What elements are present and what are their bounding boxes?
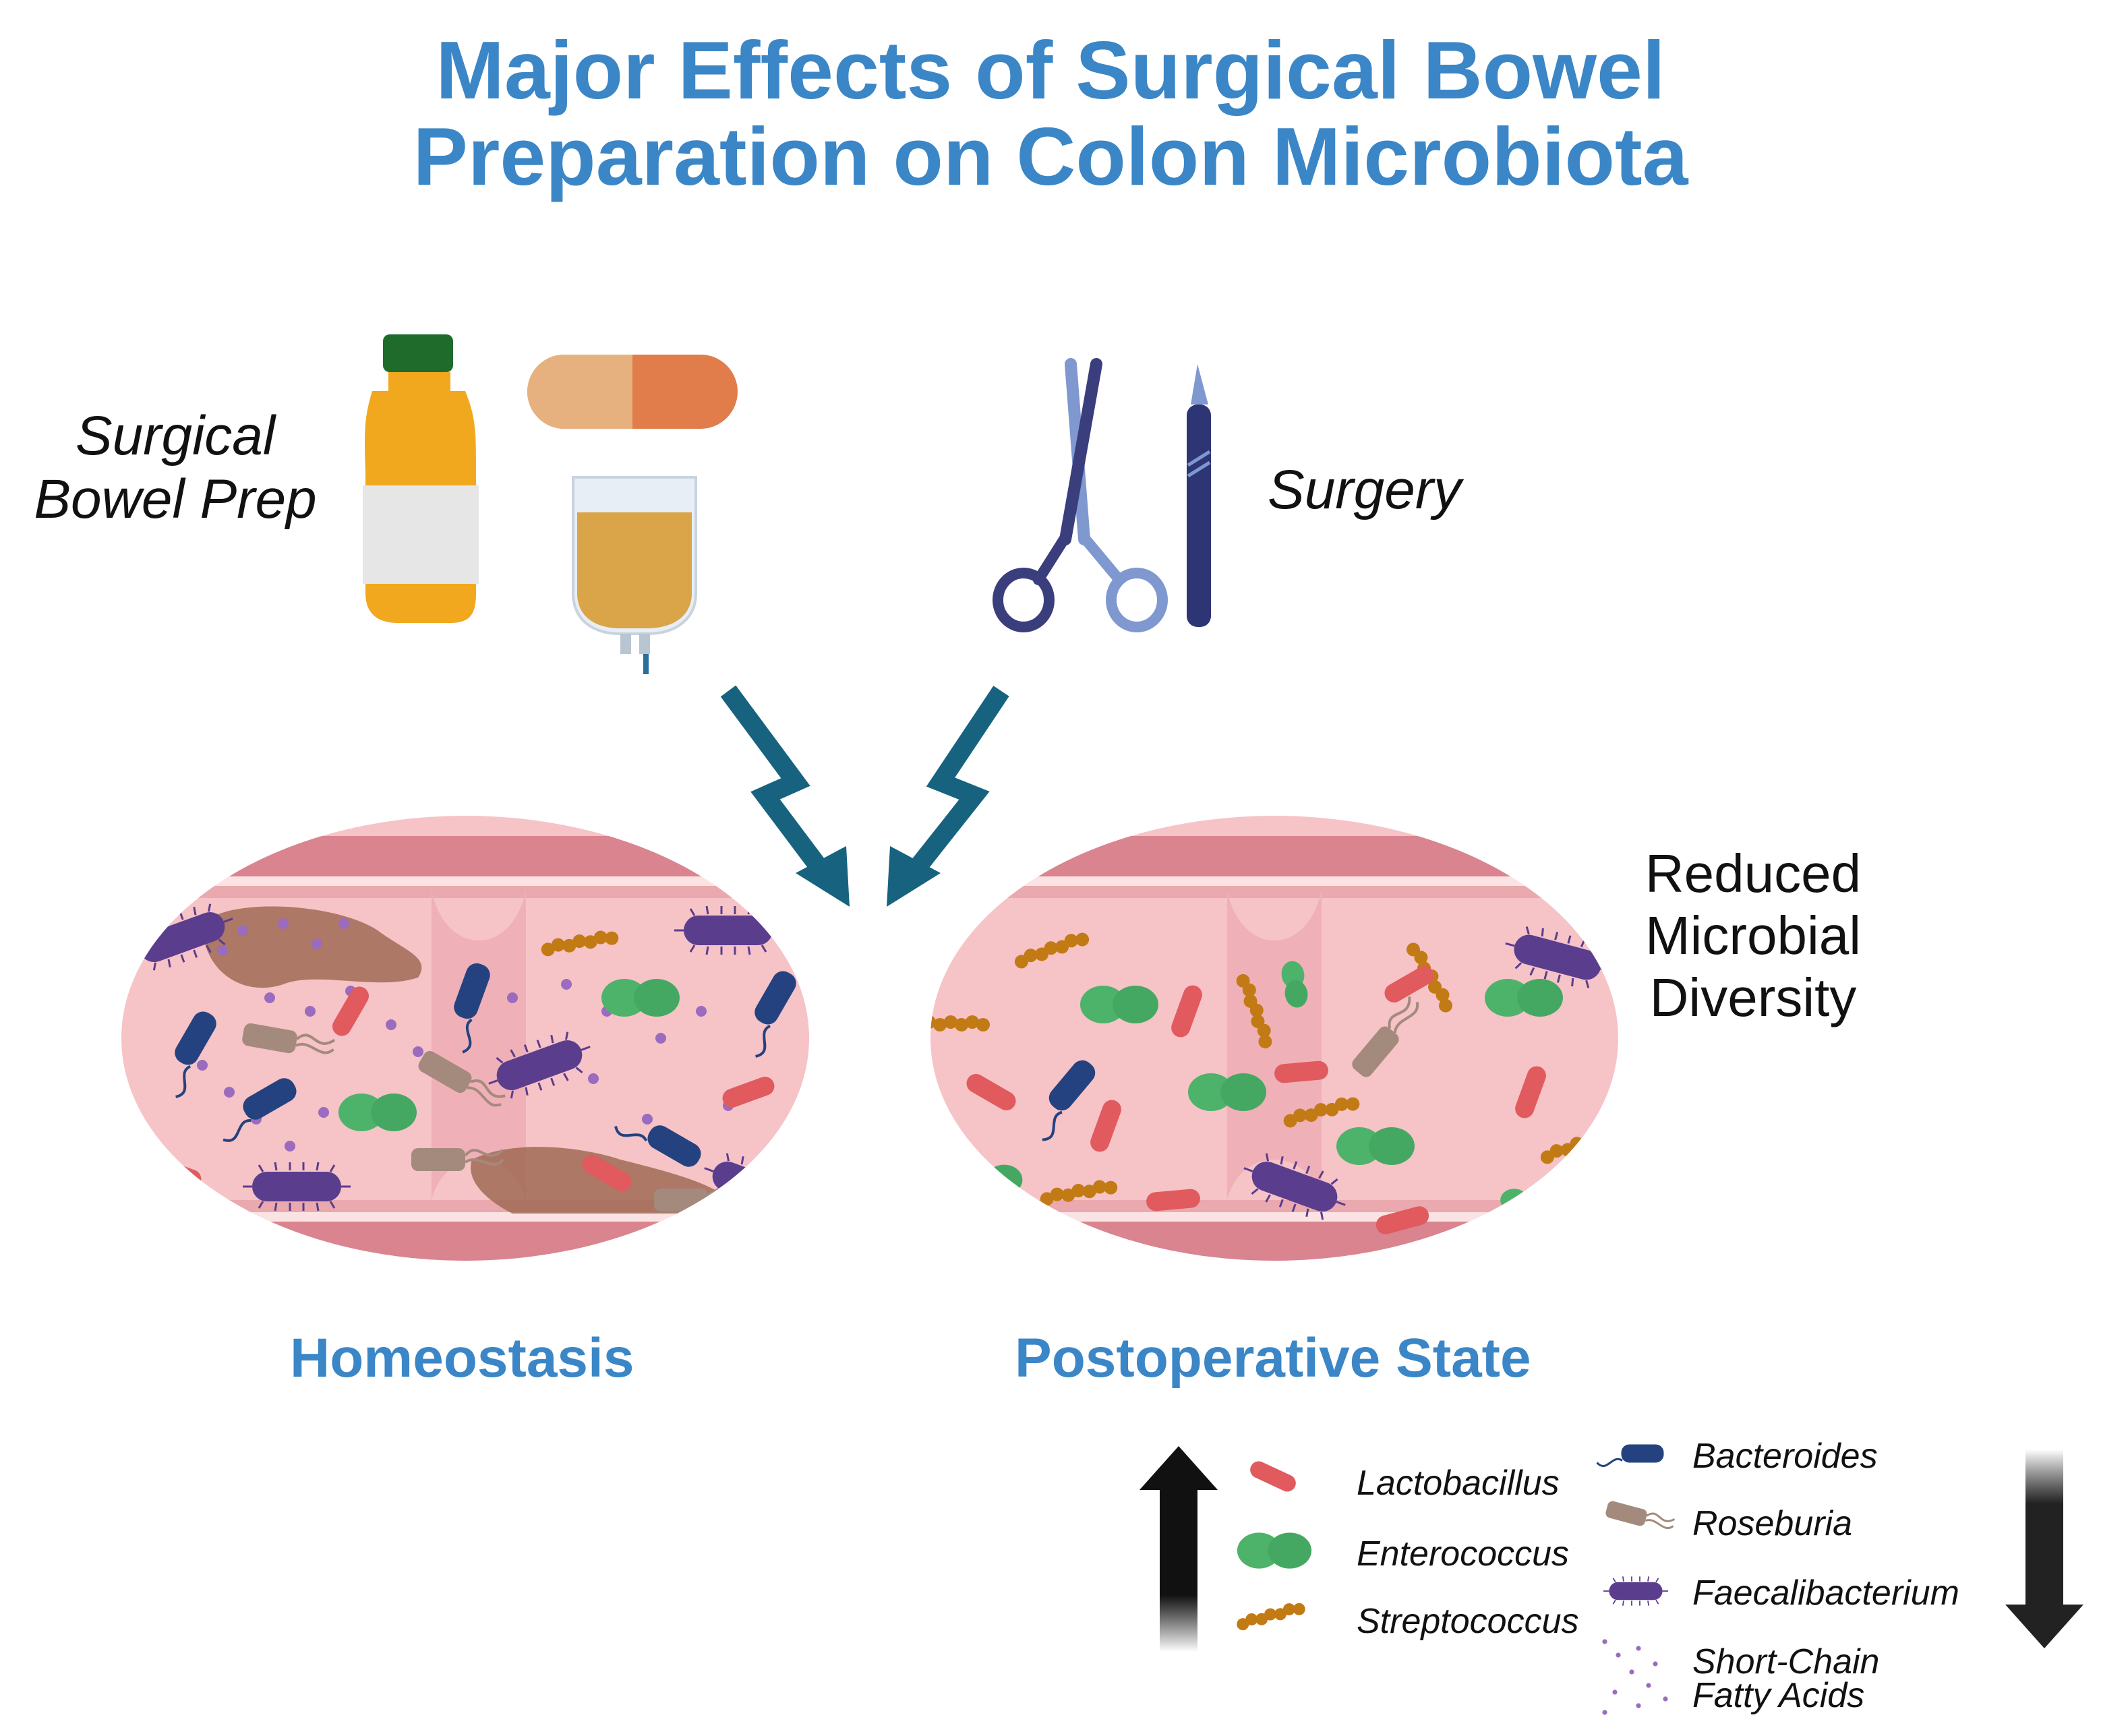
bottle-icon [363, 334, 479, 623]
down-arrow-icon [2005, 1449, 2083, 1648]
scfa-icon [1602, 1639, 1668, 1715]
bowel-prep-label: Surgical Bowel Prep [27, 405, 324, 531]
lightning-arrow-head-right [887, 846, 941, 907]
page-title: Major Effects of Surgical Bowel Preparat… [0, 27, 2101, 200]
reduced-line-2: Microbial [1645, 905, 1862, 965]
colon-homeostasis [121, 816, 809, 1261]
faecalibacterium-icon [1603, 1576, 1669, 1607]
reduced-line-1: Reduced [1645, 843, 1862, 903]
bowel-prep-line-2: Bowel Prep [34, 469, 317, 530]
legend-roseburia: Roseburia [1692, 1504, 1853, 1543]
legend-scfa-line1: Short-Chain [1692, 1642, 1880, 1681]
colon-postoperative [930, 816, 1618, 1261]
lightning-arrow-head-left [796, 846, 850, 907]
reduced-line-3: Diversity [1649, 967, 1857, 1027]
bacteroides-icon [1596, 1443, 1665, 1468]
title-line-1: Major Effects of Surgical Bowel [436, 24, 1665, 116]
reduced-diversity-label: Reduced Microbial Diversity [1632, 843, 1874, 1029]
lightning-arrow-icon [720, 685, 834, 882]
iv-bag-icon [572, 476, 697, 674]
scalpel-icon [1187, 364, 1211, 627]
lightning-arrow-icon-right [903, 686, 1009, 882]
surgery-label: Surgery [1268, 459, 1462, 520]
up-arrow-icon [1140, 1446, 1218, 1652]
homeostasis-label: Homeostasis [290, 1327, 634, 1389]
capsule-icon [527, 355, 738, 429]
streptococcus-icon [1235, 1599, 1307, 1632]
title-line-2: Preparation on Colon Microbiota [413, 111, 1688, 202]
bowel-prep-line-1: Surgical [75, 405, 276, 467]
scissors-icon [993, 358, 1168, 632]
roseburia-icon [1603, 1499, 1677, 1536]
legend-scfa-line2: Fatty Acids [1692, 1676, 1865, 1715]
legend-streptococcus: Streptococcus [1357, 1602, 1579, 1641]
enterococcus-icon [1237, 1532, 1312, 1569]
legend-enterococcus: Enterococcus [1357, 1534, 1570, 1574]
lactobacillus-icon [1247, 1458, 1299, 1495]
postoperative-label: Postoperative State [1015, 1327, 1531, 1389]
legend-bacteroides: Bacteroides [1692, 1437, 1878, 1476]
legend-faecalibacterium: Faecalibacterium [1692, 1574, 1959, 1613]
legend-lactobacillus: Lactobacillus [1357, 1464, 1560, 1503]
